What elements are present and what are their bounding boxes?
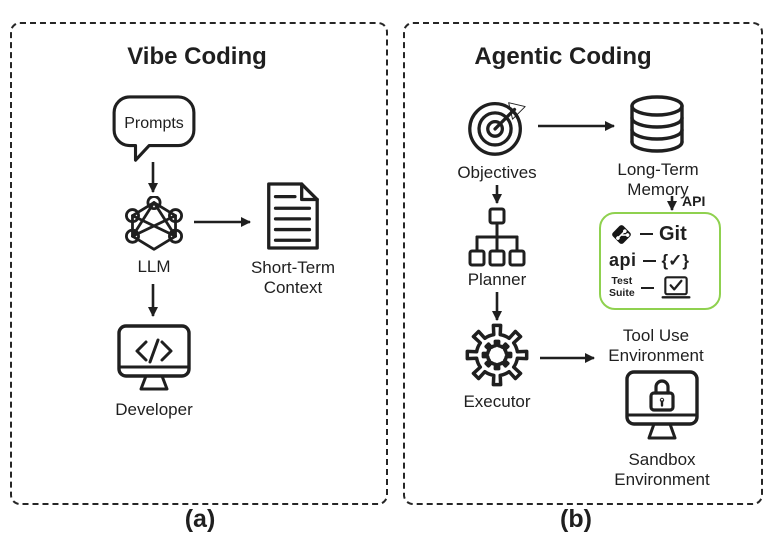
arrow-llm-to-developer — [148, 284, 158, 317]
arrow-planner-to-executor — [492, 292, 502, 321]
arrow-llm-to-context — [194, 217, 251, 227]
test-suite-label: Test Suite — [609, 274, 635, 299]
long-term-memory-label: Long-Term Memory — [617, 160, 698, 200]
document-icon — [267, 182, 319, 250]
toolbox-row-api: api {✓} — [609, 250, 711, 271]
sandbox-environment-label: Sandbox Environment — [614, 450, 709, 490]
git-label: Git — [659, 222, 687, 245]
objectives-label: Objectives — [457, 163, 537, 182]
developer-label: Developer — [115, 400, 193, 419]
planner-label: Planner — [467, 270, 527, 289]
label-line: Suite — [609, 286, 635, 299]
neural-network-icon — [124, 196, 183, 251]
database-icon — [630, 95, 684, 153]
label-line: Test — [611, 274, 633, 287]
label-line: Tool Use — [622, 326, 690, 345]
lock-monitor-icon — [625, 370, 699, 440]
label-line: Short-Term — [250, 258, 336, 277]
label-line: Long-Term — [617, 160, 699, 179]
prompts-label: Prompts — [124, 115, 184, 132]
connector-dash — [642, 259, 656, 262]
llm-label: LLM — [137, 257, 171, 276]
api-label: api — [609, 250, 637, 270]
label-line: Memory — [627, 180, 689, 200]
brace-check-glyph: {✓} — [661, 250, 689, 270]
tool-use-environment-label: Tool Use Environment — [608, 326, 703, 366]
speech-bubble-icon — [112, 95, 196, 162]
toolbox-row-git: Git — [609, 222, 711, 247]
toolbox-row-test-suite: Test Suite — [609, 275, 711, 301]
panel-a-title: Vibe Coding — [127, 43, 267, 70]
api-arrow-label: API — [682, 193, 706, 209]
connector-dash — [640, 233, 653, 235]
arrow-prompts-to-llm — [148, 162, 158, 193]
git-logo-icon — [612, 224, 631, 244]
target-dart-icon — [468, 102, 526, 156]
connector-dash — [640, 286, 654, 289]
panel-a-caption: (a) — [184, 505, 216, 533]
code-monitor-icon — [117, 324, 191, 391]
test-checkbox-icon — [661, 275, 691, 298]
arrow-objectives-to-memory — [538, 121, 615, 131]
arrow-memory-to-toolbox — [667, 196, 677, 211]
toolbox-panel: Git api {✓} Test Suite — [599, 212, 721, 310]
label-line: Context — [263, 278, 323, 298]
panel-vibe-coding — [10, 22, 388, 505]
panel-b-title: Agentic Coding — [474, 43, 652, 70]
label-line: Environment — [608, 346, 704, 366]
short-term-context-label: Short-Term Context — [251, 258, 335, 298]
label-line: Sandbox — [628, 450, 696, 469]
panel-b-caption: (b) — [560, 505, 592, 533]
arrow-objectives-to-planner — [492, 185, 502, 204]
gear-icon — [465, 323, 529, 387]
executor-label: Executor — [463, 392, 531, 411]
arrow-executor-to-tool-use — [540, 353, 595, 363]
hierarchy-icon — [468, 207, 526, 267]
label-line: Environment — [614, 470, 710, 490]
panel-agentic-coding — [403, 22, 763, 505]
